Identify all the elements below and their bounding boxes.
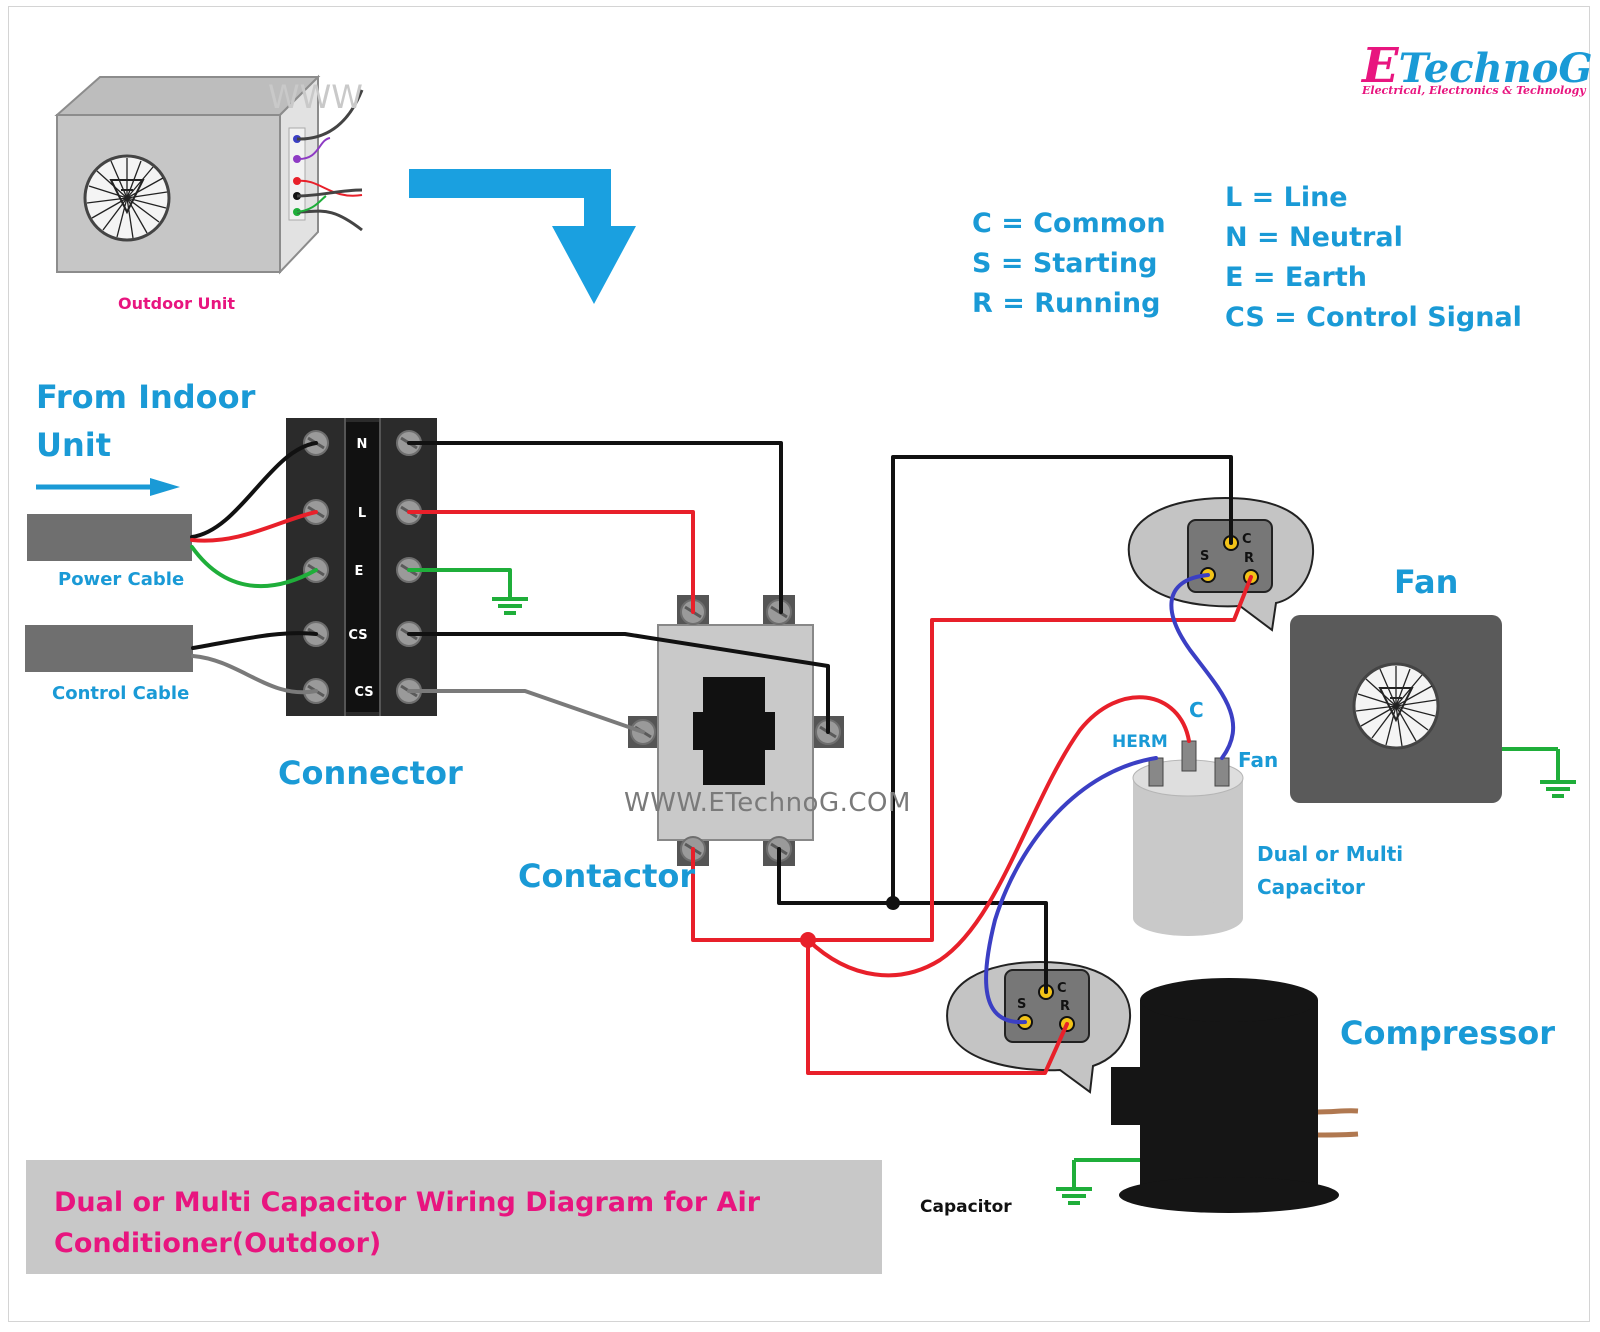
compressor-terminal-s: S [1017, 997, 1026, 1012]
outdoor-unit-label: Outdoor Unit [118, 294, 236, 313]
fan-icon [1352, 662, 1440, 750]
fan-terminal-r: R [1244, 551, 1254, 566]
legend-item-line: L = Line [1225, 182, 1348, 213]
power-cable-label: Power Cable [58, 569, 185, 590]
legend-item-common: C = Common [972, 208, 1166, 239]
legend-right: L = Line N = Neutral E = Earth CS = Cont… [1225, 178, 1522, 338]
control-cable [25, 625, 193, 672]
legend-left: C = Common S = Starting R = Running [972, 204, 1166, 324]
terminal-label-l: L [358, 506, 366, 521]
title-banner: Dual or Multi Capacitor Wiring Diagram f… [26, 1160, 882, 1274]
legend-item-control-signal: CS = Control Signal [1225, 302, 1522, 333]
terminal-label-cs-2: CS [354, 685, 373, 700]
compressor-terminal-housing [946, 960, 1132, 1094]
connector-ground-icon [490, 583, 530, 615]
indoor-arrow-icon [36, 478, 180, 496]
legend-item-neutral: N = Neutral [1225, 222, 1403, 253]
dual-capacitor [1132, 740, 1244, 936]
site-watermark: WWW.ETechnoG.COM [624, 788, 911, 818]
flow-arrow-icon [409, 169, 636, 304]
logo-name: TechnoG [1398, 45, 1593, 92]
outdoor-fan-icon [83, 154, 171, 242]
from-indoor-label-line2: Unit [36, 426, 112, 464]
capacitor-herm-label: HERM [1112, 732, 1168, 752]
outdoor-unit-illustration [54, 74, 364, 275]
fan-unit [1290, 615, 1578, 803]
terminal-label-cs-1: CS [348, 628, 367, 643]
control-cable-label: Control Cable [52, 683, 190, 704]
capacitor-fan-label: Fan [1238, 748, 1279, 772]
connector-block [286, 418, 437, 716]
fan-label: Fan [1394, 563, 1459, 601]
outdoor-watermark: WWW [268, 78, 363, 116]
brand-logo: ETechnoG [1362, 38, 1593, 94]
compressor-label: Compressor [1340, 1014, 1556, 1052]
logo-letter: E [1362, 38, 1399, 94]
motor-terminal-labels: C S R C S R [1017, 532, 1254, 1014]
diagram-frame [8, 6, 1590, 1322]
connector-label: Connector [278, 754, 463, 792]
capacitor-bottom-label: Capacitor [920, 1197, 1012, 1217]
diagram-title: Dual or Multi Capacitor Wiring Diagram f… [54, 1187, 761, 1259]
fan-terminal-c: C [1242, 532, 1252, 547]
capacitor-label-line2: Capacitor [1257, 875, 1365, 899]
fan-terminal-s: S [1200, 549, 1209, 564]
power-cable [27, 514, 192, 561]
terminal-label-n: N [357, 437, 368, 452]
contactor-label: Contactor [518, 857, 696, 895]
wires [190, 441, 1253, 1075]
compressor-terminal-c: C [1057, 981, 1067, 996]
connector-terminal-labels: N L E CS CS [348, 437, 373, 700]
compressor-body [1054, 978, 1359, 1213]
fan-terminal-housing [1127, 496, 1315, 632]
legend-item-earth: E = Earth [1225, 262, 1367, 293]
capacitor-c-label: C [1189, 698, 1204, 722]
legend-item-running: R = Running [972, 288, 1161, 319]
from-indoor-label-line1: From Indoor [36, 378, 256, 416]
contactor [628, 595, 844, 866]
terminal-label-e: E [355, 564, 364, 579]
legend-item-starting: S = Starting [972, 248, 1158, 279]
capacitor-label-line1: Dual or Multi [1257, 842, 1404, 866]
compressor-terminal-r: R [1060, 999, 1070, 1014]
logo-tagline: Electrical, Electronics & Technology [1362, 84, 1586, 97]
